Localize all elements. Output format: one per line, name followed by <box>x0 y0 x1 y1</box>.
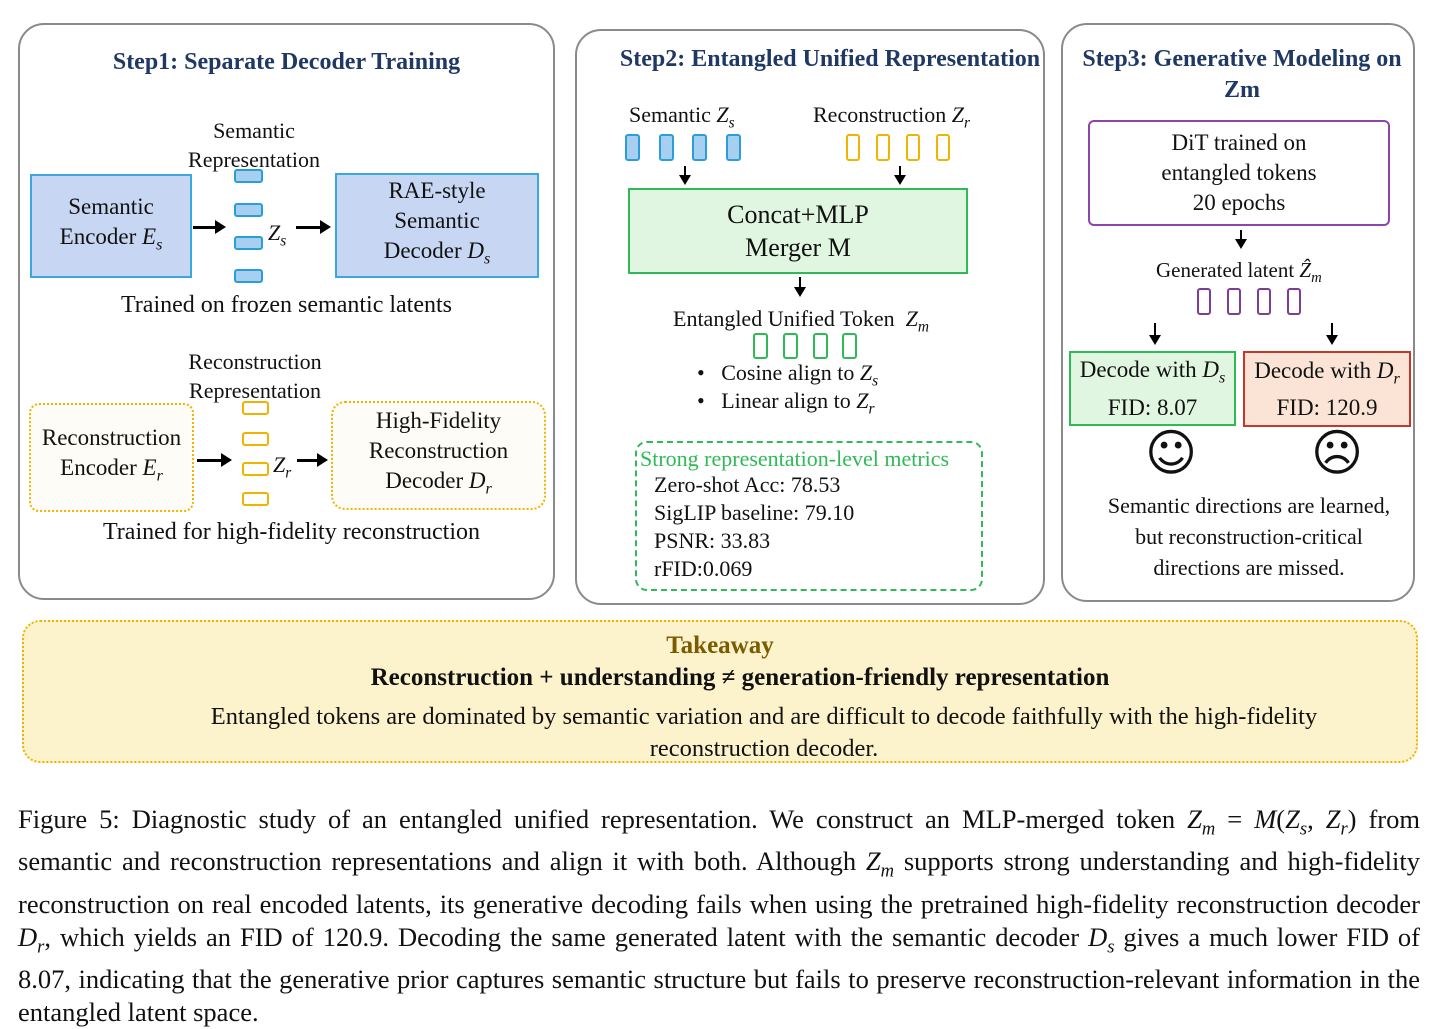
arrow-merger-to-token <box>794 277 806 297</box>
zr-label: Zr <box>273 452 292 482</box>
takeaway-headline: Reconstruction + understanding ≠ generat… <box>370 664 1110 691</box>
decode-with-dr-box: Decode with Dr FID: 120.9 <box>1243 351 1411 427</box>
reconstruction-token-3 <box>242 462 269 476</box>
entangled-token-2 <box>783 333 798 359</box>
step3-title: Step3: Generative Modeling on Zm <box>1082 46 1402 103</box>
semantic-zs-label: Semantic Zs <box>629 102 735 132</box>
step2-title: Step2: Entangled Unified Representation <box>619 46 1041 72</box>
step2-panel <box>575 29 1045 605</box>
reconstruction-token-1 <box>242 401 269 415</box>
arrow-rec-encoder-to-zr <box>197 453 232 467</box>
arrow-encoder-to-zs <box>193 220 226 234</box>
semantic-token-3 <box>234 236 263 250</box>
rae-semantic-decoder-box: RAE-style Semantic Decoder Ds <box>335 173 539 278</box>
step1-title: Step1: Separate Decoder Training <box>112 49 461 75</box>
semantic-encoder-box: Semantic Encoder Es <box>30 174 192 278</box>
generated-latent-label: Generated latent Ẑm <box>1156 258 1322 287</box>
step2-semantic-token-4 <box>726 134 741 161</box>
metric-siglip: SigLIP baseline: 79.10 <box>654 500 855 525</box>
entangled-token-1 <box>753 333 768 359</box>
takeaway-title: Takeaway <box>666 632 774 659</box>
arrow-zr-to-decoder <box>297 453 328 467</box>
step2-recon-token-3 <box>906 134 920 161</box>
step2-semantic-token-1 <box>625 134 640 161</box>
dit-box: DiT trained on entangled tokens 20 epoch… <box>1088 120 1390 226</box>
reconstruction-encoder-box: Reconstruction Encoder Er <box>29 403 194 512</box>
arrow-latent-to-decode-s <box>1149 323 1161 345</box>
zs-label: Zs <box>268 220 287 250</box>
concat-mlp-merger-box: Concat+MLP Merger M <box>628 188 968 274</box>
happy-face-icon: ☺ <box>1145 424 1198 482</box>
metric-zero-shot: Zero-shot Acc: 78.53 <box>654 472 841 497</box>
arrow-recon-to-merger <box>894 166 906 185</box>
decode-with-ds-box: Decode with Ds FID: 8.07 <box>1069 351 1236 426</box>
arrow-zs-to-decoder <box>296 220 331 234</box>
step2-recon-token-2 <box>876 134 890 161</box>
entangled-token-3 <box>813 333 828 359</box>
semantic-token-4 <box>234 269 263 283</box>
reconstruction-representation-label: Reconstruction Representation <box>188 349 322 403</box>
reconstruction-zr-label: Reconstruction Zr <box>813 102 970 132</box>
step2-semantic-token-2 <box>659 134 674 161</box>
reconstruction-token-4 <box>242 492 269 506</box>
cosine-align-bullet: • Cosine align to Zs <box>697 360 879 390</box>
step2-recon-token-1 <box>846 134 860 161</box>
step2-semantic-token-3 <box>692 134 707 161</box>
sad-face-icon: ☹ <box>1311 424 1364 482</box>
entangled-token-label: Entangled Unified Token Zm <box>673 306 930 336</box>
frozen-latents-text: Trained on frozen semantic latents <box>120 292 453 318</box>
reconstruction-token-2 <box>242 432 269 446</box>
linear-align-bullet: • Linear align to Zr <box>697 388 875 418</box>
generated-token-2 <box>1227 288 1241 315</box>
generated-token-4 <box>1287 288 1301 315</box>
high-fidelity-decoder-box: High-Fidelity Reconstruction Decoder Dr <box>331 401 546 510</box>
figure-caption: Figure 5: Diagnostic study of an entangl… <box>18 804 1421 1027</box>
generated-token-1 <box>1197 288 1211 315</box>
generated-token-3 <box>1257 288 1271 315</box>
metric-psnr: PSNR: 33.83 <box>654 528 771 553</box>
metrics-box <box>635 441 983 591</box>
arrow-dit-to-latent <box>1235 230 1247 249</box>
arrow-semantic-to-merger <box>679 166 691 185</box>
semantic-representation-label: Semantic Representation <box>188 118 320 172</box>
metrics-title: Strong representation-level metrics <box>640 446 950 471</box>
step2-recon-token-4 <box>936 134 950 161</box>
high-fidelity-text: Trained for high-fidelity reconstruction <box>102 519 481 545</box>
arrow-latent-to-decode-r <box>1326 323 1338 345</box>
step3-note: Semantic directions are learned, but rec… <box>1107 493 1391 580</box>
semantic-token-2 <box>234 203 263 217</box>
metric-rfid: rFID:0.069 <box>654 556 753 581</box>
entangled-token-4 <box>842 333 857 359</box>
semantic-token-1 <box>234 169 263 183</box>
takeaway-body: Entangled tokens are dominated by semant… <box>210 703 1318 762</box>
takeaway-box <box>22 620 1418 763</box>
